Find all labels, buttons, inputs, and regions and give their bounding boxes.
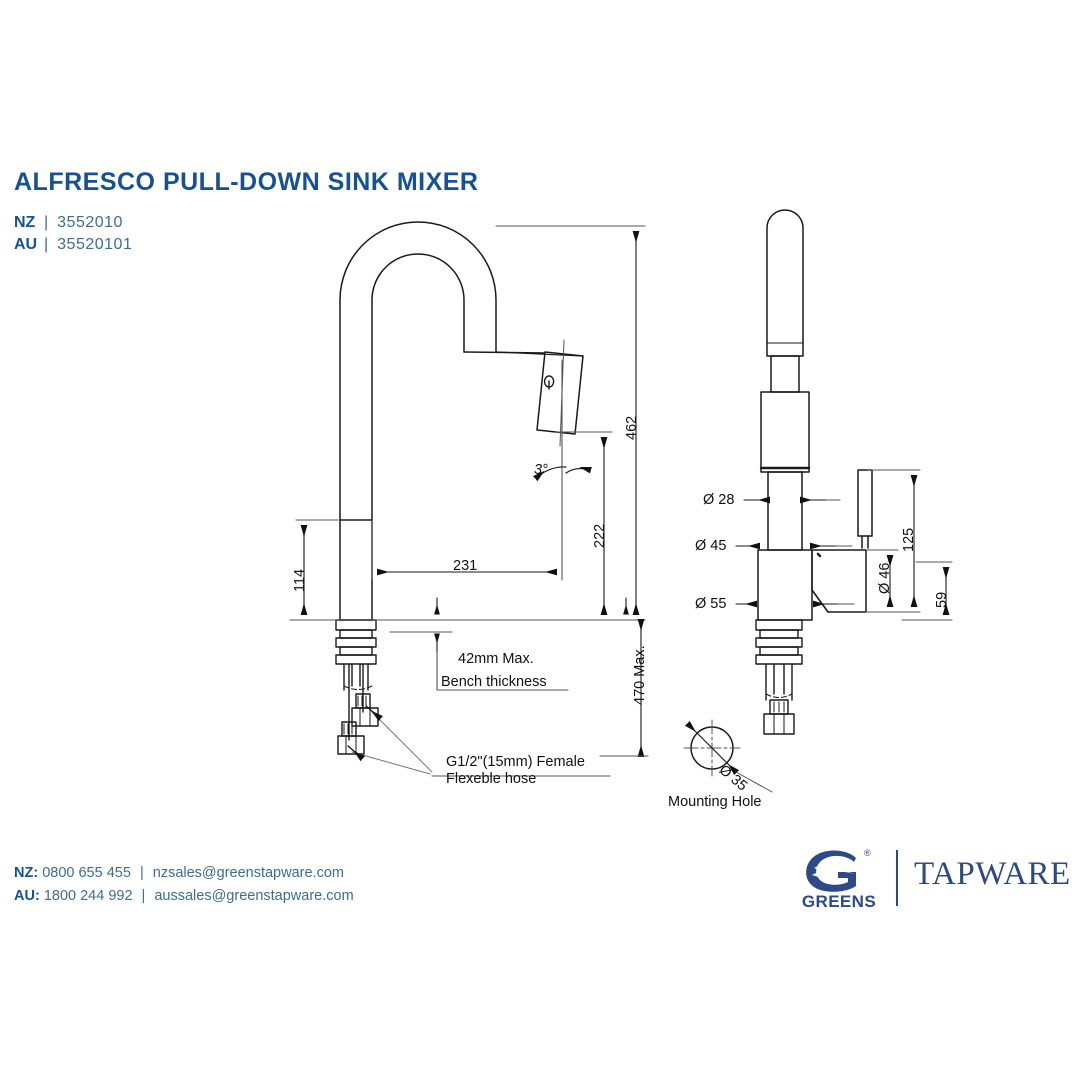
product-code-row-au: AU | 35520101: [14, 234, 132, 256]
dim-overall-height-462: [495, 225, 646, 621]
dim-label-angle-3deg: 3°: [534, 462, 548, 478]
contact-row-nz: NZ: 0800 655 455 | nzsales@greenstapware…: [14, 862, 354, 885]
front-view-base: [757, 549, 813, 621]
mounting-hole-diagram: [683, 719, 773, 793]
note-bench-thickness-line2: Bench thickness: [441, 674, 547, 690]
contact-email-nz[interactable]: nzsales@greenstapware.com: [152, 865, 344, 881]
note-bench-thickness-line1: 42mm Max.: [458, 651, 534, 667]
contact-email-au[interactable]: aussales@greenstapware.com: [154, 888, 354, 904]
dim-label-dia-55: Ø 55: [695, 596, 727, 612]
dim-label-462: 462: [624, 415, 640, 440]
brand-logo: ® GREENS TAPWARE: [800, 848, 1070, 912]
contact-label-au: AU:: [14, 888, 40, 904]
code-region-au: AU: [14, 236, 38, 253]
logo-divider: [896, 850, 898, 906]
dim-label-dia-45: Ø 45: [695, 538, 727, 554]
dim-spout-height-222: [555, 431, 613, 615]
dim-angle-3deg: [533, 339, 592, 482]
contact-row-au: AU: 1800 244 992 | aussales@greenstapwar…: [14, 885, 354, 908]
side-view-spout-outline: [339, 221, 497, 621]
note-hose-line2: Flexeble hose: [446, 771, 537, 787]
code-separator-au: |: [44, 236, 49, 253]
side-view-base-stack: [335, 619, 377, 691]
footer-contacts: NZ: 0800 655 455 | nzsales@greenstapware…: [14, 862, 354, 908]
code-number-au: 35520101: [57, 236, 133, 253]
dim-offset-59: [901, 561, 953, 621]
front-view-lever-handle: [811, 469, 873, 613]
dim-label-231: 231: [453, 558, 478, 574]
code-separator-nz: |: [44, 214, 49, 231]
product-code-row-nz: NZ | 3552010: [14, 212, 132, 234]
dim-label-59: 59: [934, 591, 950, 608]
product-codes: NZ | 3552010 AU | 35520101: [14, 212, 132, 256]
side-view-mounting-shank: [337, 663, 379, 755]
dim-label-470-max: 470 Max.: [632, 645, 648, 705]
note-hose-line1: G1/2"(15mm) Female: [446, 754, 585, 770]
dim-label-114: 114: [292, 568, 308, 592]
contact-label-nz: NZ:: [14, 865, 39, 881]
contact-phone-nz[interactable]: 0800 655 455: [42, 865, 131, 881]
contact-separator-au: |: [141, 888, 146, 904]
registered-trademark-icon: ®: [864, 848, 871, 858]
contact-separator-nz: |: [139, 865, 144, 881]
code-region-nz: NZ: [14, 214, 36, 231]
page-title: ALFRESCO PULL-DOWN SINK MIXER: [14, 168, 479, 196]
label-mounting-hole: Mounting Hole: [668, 794, 762, 810]
logo-product-text: TAPWARE: [914, 856, 1071, 892]
dim-dia-46: [865, 549, 899, 613]
logo-brand-text: GREENS: [801, 892, 877, 911]
dim-label-dia-28: Ø 28: [703, 492, 735, 508]
front-view-base-stack: [755, 619, 803, 735]
dim-below-bench-470: [599, 597, 649, 757]
side-view-body-cylinder: [339, 519, 373, 621]
code-number-nz: 3552010: [57, 214, 123, 231]
side-view-spray-head: [463, 351, 584, 435]
front-view-spray-head: [766, 209, 804, 357]
dim-label-dia-46: Ø 46: [877, 562, 893, 594]
dim-label-125: 125: [901, 527, 917, 552]
contact-phone-au[interactable]: 1800 244 992: [43, 888, 133, 904]
hose-leader-lines: [347, 705, 611, 777]
dim-label-222: 222: [592, 523, 608, 548]
dim-bench-thickness-42: [389, 597, 569, 691]
front-view-column: [767, 471, 803, 551]
dim-body-height-114: [295, 519, 339, 621]
greens-g-icon: [806, 850, 856, 892]
front-view-upper-body: [759, 391, 811, 473]
front-view-neck: [770, 355, 800, 393]
